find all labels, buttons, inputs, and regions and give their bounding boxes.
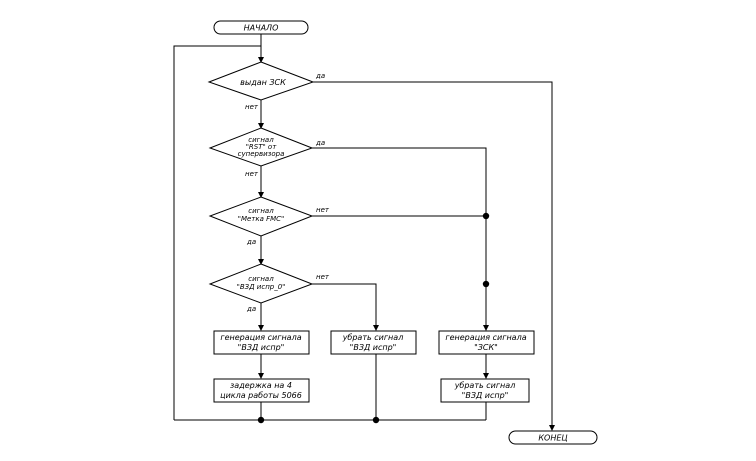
process-text: задержка на 4 <box>230 381 292 390</box>
decision-vzd-ok0: сигнал "ВЗД испр_0" <box>208 263 314 304</box>
branch-label-yes: да <box>246 238 256 246</box>
decision-rst-signal: сигнал "RST" от супервизора <box>208 127 314 167</box>
junction-dot <box>372 416 380 424</box>
branch-label-yes: да <box>315 72 325 80</box>
end-label: КОНЕЦ <box>538 434 567 443</box>
process-text: "ВЗД испр" <box>350 343 397 352</box>
process-text: цикла работы 5066 <box>220 391 302 400</box>
process-text: "ВЗД испр" <box>238 343 285 352</box>
process-text: "ЗСК" <box>474 343 498 352</box>
decision-text: выдан ЗСК <box>240 78 286 87</box>
branch-label-no: нет <box>245 103 259 111</box>
start-label: НАЧАЛО <box>244 24 279 33</box>
branch-label-yes: да <box>315 139 325 147</box>
process-remove-vzd-right: убрать сигнал "ВЗД испр" <box>440 378 530 403</box>
process-text: генерация сигнала <box>445 333 526 342</box>
junction-dot <box>482 212 490 220</box>
decision-fmc-mark: сигнал "Метка FMC" <box>208 196 314 237</box>
decision-zsk-issued: выдан ЗСК <box>207 61 315 101</box>
junction-dot <box>257 416 265 424</box>
branch-label-yes: да <box>246 305 256 313</box>
junction-dots <box>257 212 490 424</box>
branch-labels: да нет да нет нет да нет да <box>245 72 330 313</box>
process-remove-vzd-middle: убрать сигнал "ВЗД испр" <box>330 330 417 355</box>
decision-text: "RST" от <box>246 143 278 151</box>
start-terminal: НАЧАЛО <box>213 20 309 35</box>
process-generate-vzd: генерация сигнала "ВЗД испр" <box>213 330 310 355</box>
process-text: убрать сигнал <box>454 381 516 390</box>
connectors <box>173 34 555 431</box>
end-terminal: КОНЕЦ <box>508 430 598 445</box>
decision-text: супервизора <box>238 150 285 158</box>
branch-label-no: нет <box>316 206 330 214</box>
decision-text: сигнал <box>248 207 274 215</box>
process-text: убрать сигнал <box>342 333 404 342</box>
branch-label-no: нет <box>316 273 330 281</box>
process-delay: задержка на 4 цикла работы 5066 <box>213 378 310 403</box>
decision-text: сигнал <box>248 275 274 283</box>
decision-text: сигнал <box>248 136 274 144</box>
process-generate-zsk: генерация сигнала "ЗСК" <box>438 330 535 355</box>
process-text: генерация сигнала <box>220 333 301 342</box>
process-text: "ВЗД испр" <box>462 391 509 400</box>
decision-text: "Метка FMC" <box>238 215 285 223</box>
branch-label-no: нет <box>245 170 259 178</box>
decision-text: "ВЗД испр_0" <box>237 283 286 291</box>
junction-dot <box>482 280 490 288</box>
